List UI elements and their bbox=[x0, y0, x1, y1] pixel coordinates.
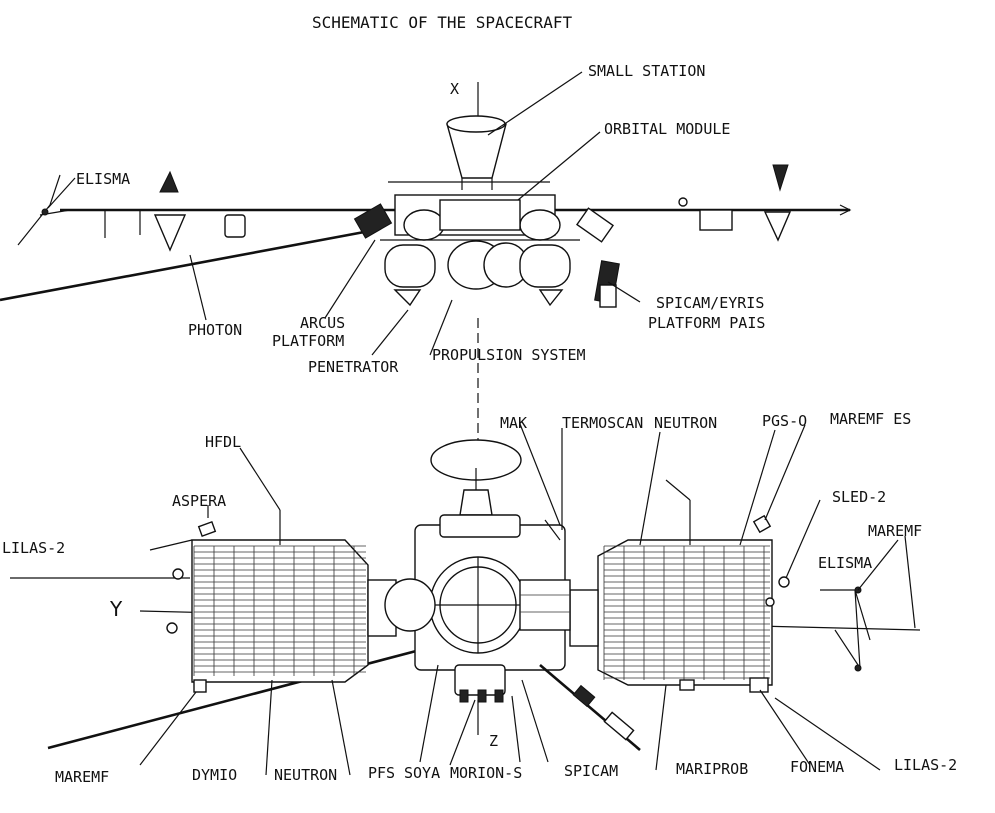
label-lilas-2-right: LILAS-2 bbox=[894, 756, 957, 774]
label-pgs-o: PGS-O bbox=[762, 412, 807, 430]
label-orbital-module: ORBITAL MODULE bbox=[604, 120, 730, 138]
spicam-boom bbox=[539, 664, 641, 751]
label-morion-s: MORION-S bbox=[450, 764, 522, 782]
top-view: X bbox=[0, 62, 852, 376]
antenna-dish bbox=[430, 439, 522, 516]
axis-y-label: Y bbox=[109, 597, 123, 621]
label-dymio: DYMIO bbox=[192, 766, 237, 784]
label-small-station: SMALL STATION bbox=[588, 62, 705, 80]
label-propulsion-system: PROPULSION SYSTEM bbox=[432, 346, 586, 364]
small-instruments bbox=[166, 479, 871, 693]
label-spicam-line1: SPICAM/EYRIS bbox=[656, 294, 764, 312]
label-maremf-right: MAREMF bbox=[868, 522, 922, 540]
small-station-shape bbox=[446, 115, 507, 190]
label-soya: SOYA bbox=[404, 764, 440, 782]
label-maremf-left: MAREMF bbox=[55, 768, 109, 786]
label-maremf-es: MAREMF ES bbox=[830, 410, 911, 428]
label-elisma-top: ELISMA bbox=[76, 170, 130, 188]
label-mak: MAK bbox=[500, 414, 527, 432]
label-fonema: FONEMA bbox=[790, 758, 844, 776]
label-lilas-2-left: LILAS-2 bbox=[2, 539, 65, 557]
long-antenna bbox=[0, 228, 376, 302]
label-neutron-bottom: NEUTRON bbox=[274, 766, 337, 784]
label-spicam: SPICAM bbox=[564, 762, 618, 780]
label-arcus-line2: PLATFORM bbox=[272, 332, 344, 350]
label-mariprob: MARIPROB bbox=[676, 760, 748, 778]
label-pfs: PFS bbox=[368, 764, 395, 782]
top-leader-lines bbox=[47, 71, 641, 356]
label-sled-2: SLED-2 bbox=[832, 488, 886, 506]
photon-instrument bbox=[153, 170, 246, 252]
label-termoscan: TERMOSCAN bbox=[562, 414, 643, 432]
arcus-platform-shape bbox=[353, 203, 393, 239]
label-spicam-line2: PLATFORM PAIS bbox=[648, 314, 765, 332]
orbital-module-shape bbox=[380, 194, 580, 241]
propulsion-tanks bbox=[384, 240, 571, 307]
central-body: Z bbox=[384, 514, 571, 750]
axis-x-label: X bbox=[450, 80, 459, 98]
axis-z-label: Z bbox=[489, 732, 498, 750]
solar-panel-right bbox=[569, 539, 773, 686]
label-neutron-top: NEUTRON bbox=[654, 414, 717, 432]
label-arcus-line1: ARCUS bbox=[300, 314, 345, 332]
solar-panel-left bbox=[191, 539, 397, 683]
label-photon: PHOTON bbox=[188, 321, 242, 339]
label-aspera: ASPERA bbox=[172, 492, 226, 510]
title: SCHEMATIC OF THE SPACECRAFT bbox=[312, 13, 572, 32]
label-hfdl: HFDL bbox=[205, 433, 241, 451]
spicam-platform-shape bbox=[576, 207, 620, 308]
bottom-view: Y bbox=[2, 410, 957, 786]
label-penetrator: PENETRATOR bbox=[308, 358, 399, 376]
bottom-leader-lines bbox=[139, 423, 916, 776]
label-elisma-bottom: ELISMA bbox=[818, 554, 872, 572]
elisma-boom-right bbox=[678, 164, 852, 242]
